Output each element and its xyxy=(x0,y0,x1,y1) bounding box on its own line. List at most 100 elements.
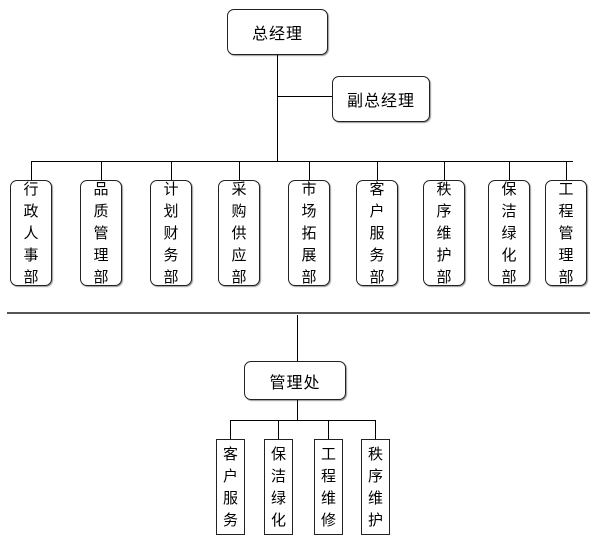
department-3-connector-line xyxy=(171,161,172,180)
department-8-connector-line xyxy=(509,161,510,180)
department-3-char: 部 xyxy=(163,268,179,286)
unit-4-char: 秩 xyxy=(367,445,383,463)
department-9-connector-line xyxy=(566,161,567,180)
unit-3-char: 维 xyxy=(320,489,336,507)
unit-3-box: 工程维修 xyxy=(314,439,343,535)
department-6-char: 客 xyxy=(369,180,385,198)
department-7-connector-line xyxy=(444,161,445,180)
department-9-char: 理 xyxy=(558,246,574,264)
management-office-label: 管理处 xyxy=(269,372,321,392)
department-2-char: 品 xyxy=(93,180,109,198)
unit-2-char: 洁 xyxy=(270,467,286,485)
management-office-box: 管理处 xyxy=(244,361,346,400)
department-4-char: 采 xyxy=(231,180,247,198)
unit-3-connector-line xyxy=(328,420,329,439)
department-5-char: 展 xyxy=(301,246,317,264)
unit-4-connector-line xyxy=(375,420,376,439)
trunk-line xyxy=(277,55,278,161)
department-2-char: 管 xyxy=(93,224,109,242)
office-down-line xyxy=(297,400,298,420)
department-2-connector-line xyxy=(101,161,102,180)
department-6-char: 户 xyxy=(369,202,385,220)
unit-3-char: 修 xyxy=(320,511,336,529)
unit-1-box: 客户服务 xyxy=(216,439,245,535)
unit-2-box: 保洁绿化 xyxy=(264,439,293,535)
department-2-box: 品质管理部 xyxy=(80,180,122,286)
unit-4-box: 秩序维护 xyxy=(361,439,390,535)
department-5-char: 市 xyxy=(301,180,317,198)
unit-4-char: 维 xyxy=(367,489,383,507)
deputy-branch-line xyxy=(277,96,332,97)
department-2-char: 部 xyxy=(93,268,109,286)
deputy-general-manager-box: 副总经理 xyxy=(332,76,430,122)
unit-2-connector-line xyxy=(278,420,279,439)
department-5-box: 市场拓展部 xyxy=(288,180,330,286)
department-1-box: 行政人事部 xyxy=(10,180,52,286)
department-7-box: 秩序维护部 xyxy=(423,180,465,286)
unit-2-char: 化 xyxy=(270,511,286,529)
department-2-char: 质 xyxy=(93,202,109,220)
department-7-char: 维 xyxy=(436,224,452,242)
department-6-char: 服 xyxy=(369,224,385,242)
unit-2-char: 保 xyxy=(270,445,286,463)
department-4-box: 采购供应部 xyxy=(218,180,260,286)
department-6-box: 客户服务部 xyxy=(356,180,398,286)
department-5-char: 拓 xyxy=(301,224,317,242)
department-bus-line xyxy=(31,161,573,162)
department-8-char: 保 xyxy=(501,180,517,198)
department-5-char: 场 xyxy=(301,202,317,220)
department-9-box: 工程管理部 xyxy=(545,180,587,286)
department-4-char: 供 xyxy=(231,224,247,242)
department-4-char: 部 xyxy=(231,268,247,286)
office-connector-line xyxy=(297,315,298,361)
department-6-connector-line xyxy=(377,161,378,180)
department-9-char: 管 xyxy=(558,224,574,242)
department-7-char: 护 xyxy=(436,246,452,264)
unit-1-char: 户 xyxy=(222,467,238,485)
department-9-char: 工 xyxy=(558,180,574,198)
department-8-char: 绿 xyxy=(501,224,517,242)
unit-1-char: 客 xyxy=(222,445,238,463)
department-1-char: 部 xyxy=(23,268,39,286)
department-5-connector-line xyxy=(309,161,310,180)
department-9-char: 程 xyxy=(558,202,574,220)
unit-3-char: 工 xyxy=(320,445,336,463)
deputy-general-manager-label: 副总经理 xyxy=(346,91,415,110)
department-1-char: 行 xyxy=(23,180,39,198)
department-7-char: 序 xyxy=(436,202,452,220)
general-manager-label: 总经理 xyxy=(251,24,303,43)
unit-4-char: 序 xyxy=(367,467,383,485)
department-8-char: 部 xyxy=(501,268,517,286)
department-1-char: 政 xyxy=(23,202,39,220)
department-8-box: 保洁绿化部 xyxy=(488,180,530,286)
unit-2-char: 绿 xyxy=(270,489,286,507)
department-3-char: 财 xyxy=(163,224,179,242)
unit-1-char: 务 xyxy=(222,511,238,529)
unit-1-char: 服 xyxy=(222,489,238,507)
department-3-box: 计划财务部 xyxy=(150,180,192,286)
department-2-char: 理 xyxy=(93,246,109,264)
department-7-char: 秩 xyxy=(436,180,452,198)
department-3-char: 务 xyxy=(163,246,179,264)
unit-bus-line xyxy=(230,420,376,421)
department-3-char: 计 xyxy=(163,180,179,198)
department-1-char: 人 xyxy=(23,224,39,242)
department-5-char: 部 xyxy=(301,268,317,286)
department-6-char: 部 xyxy=(369,268,385,286)
department-8-char: 化 xyxy=(501,246,517,264)
department-4-connector-line xyxy=(239,161,240,180)
department-8-char: 洁 xyxy=(501,202,517,220)
section-separator xyxy=(7,312,590,314)
unit-3-char: 程 xyxy=(320,467,336,485)
department-3-char: 划 xyxy=(163,202,179,220)
unit-4-char: 护 xyxy=(367,511,383,529)
department-6-char: 务 xyxy=(369,246,385,264)
department-7-char: 部 xyxy=(436,268,452,286)
department-9-char: 部 xyxy=(558,268,574,286)
department-4-char: 应 xyxy=(231,246,247,264)
general-manager-box: 总经理 xyxy=(227,9,328,55)
unit-1-connector-line xyxy=(230,420,231,439)
department-4-char: 购 xyxy=(231,202,247,220)
department-1-char: 事 xyxy=(23,246,39,264)
department-1-connector-line xyxy=(31,161,32,180)
